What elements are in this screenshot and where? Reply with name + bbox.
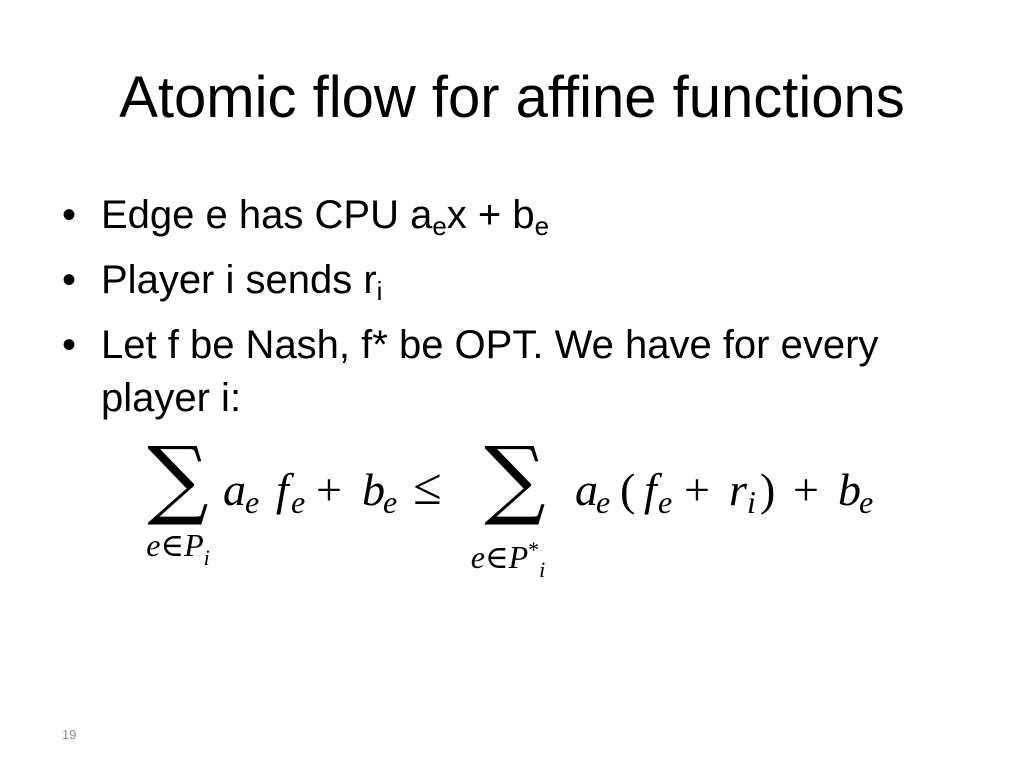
formula-variable: a: [575, 464, 598, 515]
formula-operator: ): [760, 464, 776, 515]
formula-variable: a: [223, 464, 246, 515]
formula-subscript: e: [291, 484, 306, 520]
bullet-list: •Edge e has CPU aex + be •Player i sends…: [62, 189, 941, 425]
slide-title: Atomic flow for affine functions: [119, 65, 905, 130]
formula-subscript: e: [859, 484, 874, 520]
formula-variable: f: [276, 464, 289, 515]
bullet-item-player-sends: • Player i sends ri: [62, 254, 941, 307]
formula-variable: r: [729, 464, 747, 515]
bullet-text: Player i sends r: [101, 258, 377, 302]
formula-variable: b: [838, 464, 861, 515]
sum-limit-text: e∈P: [146, 527, 204, 563]
bullet-item-nash-opt: • Let f be Nash, f* be OPT. We have for e…: [62, 319, 941, 425]
sum-limit-subscript: i: [539, 557, 546, 582]
formula-variable: b: [362, 464, 385, 515]
formula-subscript: e: [596, 484, 611, 520]
bullet-text: x + b: [446, 193, 535, 237]
sum-limit-lhs: e∈Pi: [118, 527, 238, 569]
formula-subscript: e: [383, 484, 398, 520]
bullet-mark: •: [62, 258, 77, 302]
bullet-text: Edge e has CPU a: [101, 193, 433, 237]
formula-operator: +: [793, 464, 819, 515]
subscript: e: [534, 211, 550, 241]
formula-subscript: e: [245, 484, 260, 520]
bullet-text: Let f be Nash, f* be OPT. We have for ev…: [101, 323, 879, 420]
page-number: 19: [62, 727, 77, 742]
formula-operator: +: [684, 464, 710, 515]
formula-operator: +: [316, 464, 342, 515]
sum-symbol-lhs: ∑: [147, 429, 209, 529]
sum-limit-rhs: e∈P*i: [448, 539, 568, 581]
sum-limit-text: e∈P: [470, 539, 529, 575]
formula-variable: f: [644, 464, 657, 515]
subscript: i: [376, 276, 383, 306]
relation-symbol: ≤: [413, 459, 442, 516]
bullet-mark: •: [62, 193, 77, 237]
sum-limit-subscript: i: [203, 545, 210, 570]
formula-subscript: e: [658, 484, 673, 520]
bullet-mark: •: [62, 323, 77, 367]
bullet-item-edge-cost: •Edge e has CPU aex + be: [62, 189, 941, 242]
formula-subscript: i: [747, 484, 756, 520]
sum-symbol-rhs: ∑: [484, 429, 546, 529]
sum-limit-superscript: *: [528, 537, 540, 562]
subscript: e: [432, 211, 447, 241]
formula-operator: (: [620, 464, 636, 515]
